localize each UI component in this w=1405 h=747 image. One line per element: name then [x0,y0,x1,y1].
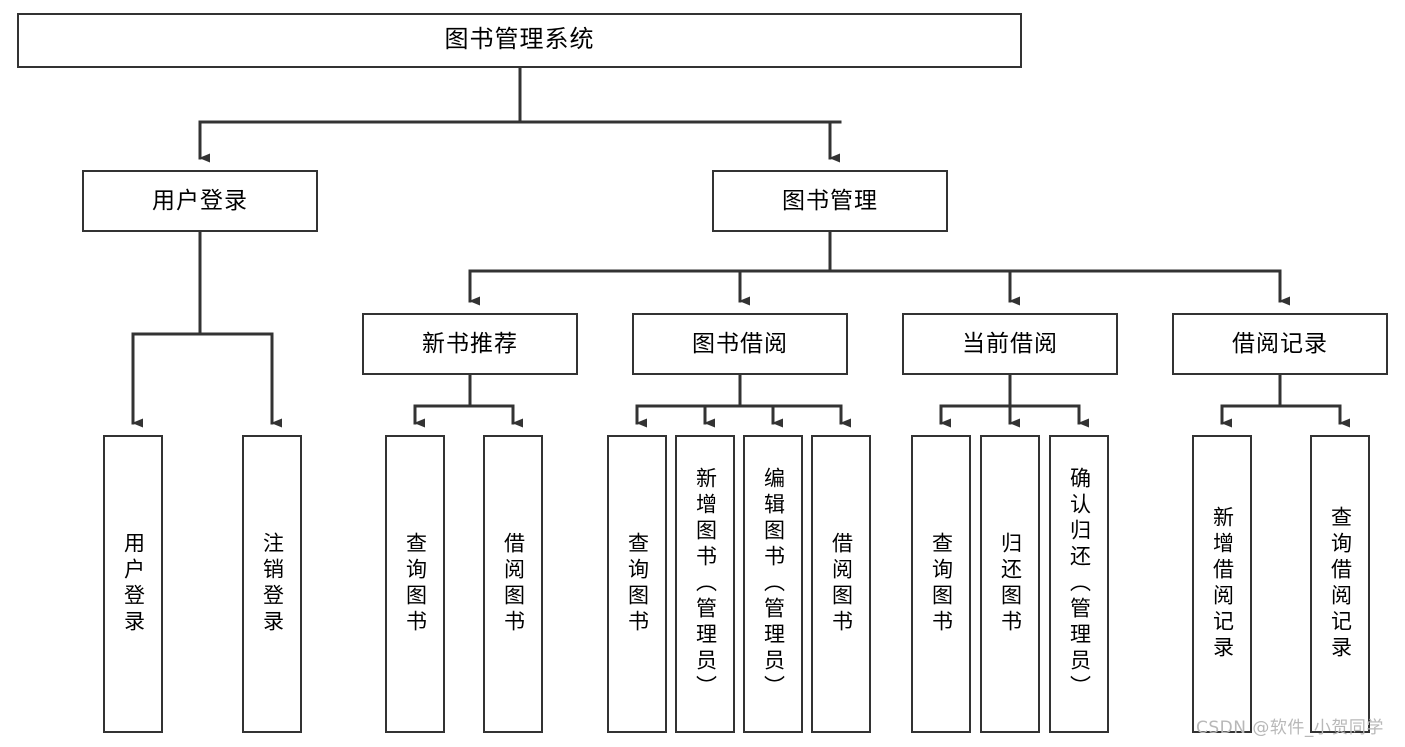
node-leaf-confirm-return[interactable]: 确认归还（管理员） [1049,435,1109,733]
node-leaf-query-record-label: 查询借阅记录 [1328,506,1352,662]
node-root-label: 图书管理系统 [444,26,595,54]
node-book-manage[interactable]: 图书管理 [712,170,948,232]
node-leaf-query-book-1-label: 查询图书 [403,532,427,636]
node-leaf-borrow-book-2[interactable]: 借阅图书 [811,435,871,733]
node-new-book-recommend-label: 新书推荐 [422,330,518,357]
node-leaf-return-book-label: 归还图书 [998,532,1022,636]
node-leaf-borrow-book-1[interactable]: 借阅图书 [483,435,543,733]
node-borrow-record[interactable]: 借阅记录 [1172,313,1388,375]
node-leaf-add-book[interactable]: 新增图书（管理员） [675,435,735,733]
node-leaf-add-record-label: 新增借阅记录 [1210,506,1234,662]
node-leaf-edit-book-label: 编辑图书（管理员） [761,467,785,701]
node-leaf-add-record[interactable]: 新增借阅记录 [1192,435,1252,733]
node-new-book-recommend[interactable]: 新书推荐 [362,313,578,375]
node-leaf-user-login[interactable]: 用户登录 [103,435,163,733]
node-book-manage-label: 图书管理 [782,187,878,214]
node-current-borrow-label: 当前借阅 [962,330,1058,357]
csdn-watermark: CSDN @软件_小贺同学 [1196,718,1384,738]
node-user-login-label: 用户登录 [152,187,248,214]
node-leaf-user-login-label: 用户登录 [121,532,145,636]
node-leaf-query-book-2-label: 查询图书 [625,532,649,636]
node-book-borrow[interactable]: 图书借阅 [632,313,848,375]
node-leaf-borrow-book-1-label: 借阅图书 [501,532,525,636]
node-borrow-record-label: 借阅记录 [1232,330,1328,357]
node-book-borrow-label: 图书借阅 [692,330,788,357]
node-leaf-query-book-2[interactable]: 查询图书 [607,435,667,733]
node-current-borrow[interactable]: 当前借阅 [902,313,1118,375]
node-leaf-edit-book[interactable]: 编辑图书（管理员） [743,435,803,733]
node-user-login[interactable]: 用户登录 [82,170,318,232]
node-leaf-borrow-book-2-label: 借阅图书 [829,532,853,636]
node-leaf-confirm-return-label: 确认归还（管理员） [1067,467,1091,701]
node-leaf-logout-login-label: 注销登录 [260,532,284,636]
node-leaf-logout-login[interactable]: 注销登录 [242,435,302,733]
node-leaf-query-book-1[interactable]: 查询图书 [385,435,445,733]
node-leaf-add-book-label: 新增图书（管理员） [693,467,717,701]
node-leaf-query-record[interactable]: 查询借阅记录 [1310,435,1370,733]
node-leaf-query-book-3-label: 查询图书 [929,532,953,636]
node-root[interactable]: 图书管理系统 [17,13,1022,68]
node-leaf-query-book-3[interactable]: 查询图书 [911,435,971,733]
node-leaf-return-book[interactable]: 归还图书 [980,435,1040,733]
